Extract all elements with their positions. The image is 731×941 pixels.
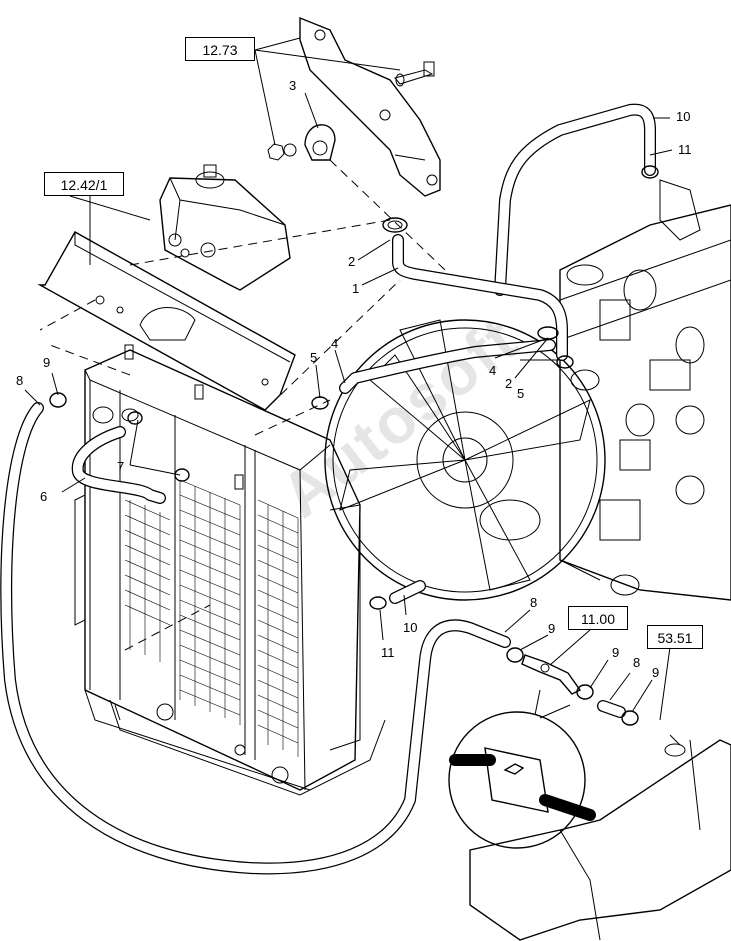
callout-9: 9 [43,355,51,370]
fuel-tank [469,734,731,941]
callout-5: 5 [517,386,525,401]
callout-10: 10 [403,620,418,635]
callout-2: 2 [505,376,513,391]
hose-10-top [494,103,656,296]
callout-8: 8 [16,373,24,388]
callout-6: 6 [40,489,48,504]
hose-1 [392,234,568,361]
mounting-bracket [299,16,441,197]
callout-2: 2 [348,254,356,269]
callout-7: 7 [117,459,125,474]
filter-detail [448,711,596,849]
leader-lines [24,37,673,721]
callout-9: 9 [548,621,556,636]
bolt [394,61,435,87]
radiator [74,344,386,796]
hose-10-mid [389,580,426,604]
hose-8-long [0,402,511,875]
callout-9: 9 [612,645,620,660]
engine-block [559,179,731,601]
expansion-tank [159,164,291,291]
callout-1: 1 [352,281,360,296]
callout-10: 10 [676,109,691,124]
callout-5: 5 [310,350,318,365]
reference-box-12-42-1: 12.42/1 [44,172,124,196]
callout-8: 8 [633,655,641,670]
callout-9: 9 [652,665,660,680]
assembly-lines [39,159,446,651]
callout-8: 8 [530,595,538,610]
cross-member [37,231,296,411]
hose-clamp-3 [267,124,336,161]
callout-4: 4 [331,336,339,351]
callout-11: 11 [381,645,395,660]
callout-3: 3 [289,78,297,93]
hose-4 [339,339,556,394]
hose-6 [71,426,166,504]
hose-8-short [597,700,626,718]
inline-filter [521,654,582,695]
reference-box-11-00: 11.00 [568,606,628,630]
callout-4: 4 [489,363,497,378]
reference-box-12-73: 12.73 [185,37,255,61]
hose-clamp [49,165,659,726]
reference-box-53-51: 53.51 [647,625,703,649]
callout-11: 11 [678,142,692,157]
